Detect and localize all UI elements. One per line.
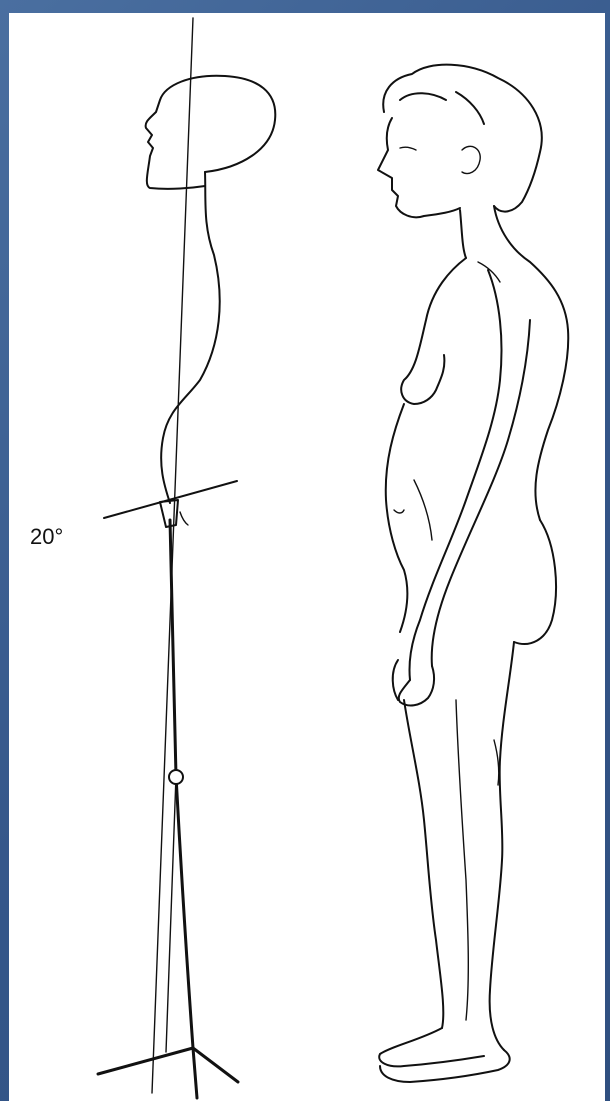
eye	[400, 147, 416, 150]
schematic-spine	[161, 172, 220, 503]
navel	[394, 510, 404, 513]
joint-marker	[169, 770, 183, 784]
back-leg	[490, 642, 514, 1050]
tripod-base-left	[98, 1048, 193, 1074]
hand	[393, 660, 434, 705]
angle-label: 20°	[30, 524, 63, 549]
schematic-head	[146, 76, 276, 189]
arm-back	[432, 320, 530, 666]
face-profile	[378, 118, 460, 217]
pelvic-tilt-line	[104, 481, 237, 518]
hair-outline	[383, 65, 542, 212]
feet	[379, 1028, 509, 1082]
shoulder-chest	[401, 258, 466, 404]
tripod-base-right	[193, 1048, 238, 1082]
front-torso	[386, 404, 408, 632]
angle-arc	[180, 512, 188, 525]
human-figure	[378, 65, 568, 1082]
schematic-leg-line-inner	[166, 776, 176, 1052]
buttocks	[514, 520, 556, 644]
plumb-line	[152, 18, 193, 1093]
inner-leg	[456, 700, 468, 1020]
knee-detail	[494, 740, 499, 785]
hip-crease	[414, 480, 432, 540]
front-leg	[404, 700, 443, 1028]
tripod-base-back	[193, 1048, 197, 1098]
ear	[462, 146, 480, 173]
